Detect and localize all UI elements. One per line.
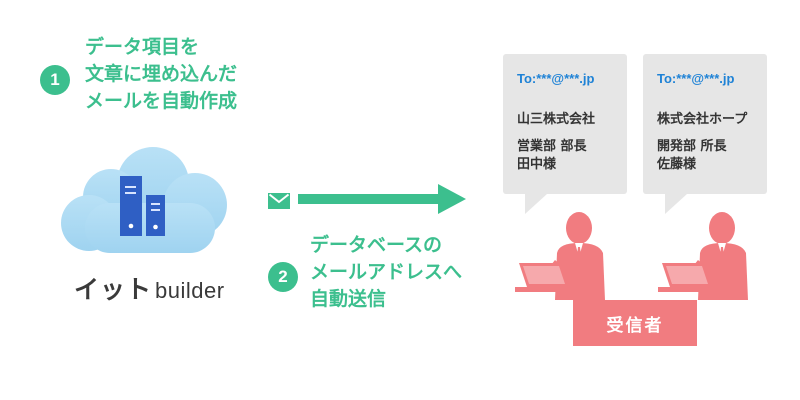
laptop-icon	[515, 263, 577, 292]
step-1-number: 1	[50, 70, 60, 89]
bubble-2-company: 株式会社ホープ	[657, 112, 748, 127]
bubble-2-to-address: To:***@***.jp	[657, 71, 735, 86]
bubble-1-department: 営業部 部長	[517, 139, 587, 154]
server-icon	[120, 176, 165, 236]
step-2-line-2: メールアドレスへ	[310, 261, 463, 283]
step-2-caption: データベースの メールアドレスへ 自動送信	[310, 232, 462, 313]
bubble-1-person: 田中様	[517, 157, 557, 172]
receiver-label-text: 受信者	[606, 315, 664, 336]
step-2-line-1: データベースの	[310, 234, 443, 256]
product-logo: イット builder	[74, 270, 225, 306]
step-2-line-3: 自動送信	[310, 288, 387, 310]
step-1-badge: 1	[40, 65, 70, 95]
arrow-right-icon	[298, 184, 466, 214]
step-1-line-3: メールを自動作成	[85, 90, 238, 112]
recipient-bubble-1: To:***@***.jp 山三株式会社 営業部 部長 田中様	[503, 54, 627, 214]
step-2-badge: 2	[268, 262, 298, 292]
recipient-1-figure	[515, 212, 605, 300]
bubble-2-tail	[665, 194, 687, 214]
receiver-label: 受信者	[573, 300, 697, 346]
product-name-en: builder	[155, 278, 225, 303]
bubble-1-to-address: To:***@***.jp	[517, 71, 595, 86]
step-2-number: 2	[278, 267, 288, 286]
bubble-2-department: 開発部 所長	[657, 139, 727, 154]
cloud-icon	[61, 147, 227, 253]
step-1-line-1: データ項目を	[85, 36, 200, 58]
recipient-bubble-2: To:***@***.jp 株式会社ホープ 開発部 所長 佐藤様	[643, 54, 767, 214]
product-name-jp: イット	[74, 276, 153, 304]
step-1-caption: データ項目を 文章に埋め込んだ メールを自動作成	[85, 34, 237, 115]
step-1-line-2: 文章に埋め込んだ	[85, 63, 238, 85]
bubble-1-tail	[525, 194, 547, 214]
envelope-icon	[268, 193, 290, 209]
bubble-2-person: 佐藤様	[657, 157, 697, 172]
recipient-2-figure	[658, 212, 748, 300]
bubble-1-company: 山三株式会社	[517, 112, 596, 127]
laptop-icon	[658, 263, 720, 292]
